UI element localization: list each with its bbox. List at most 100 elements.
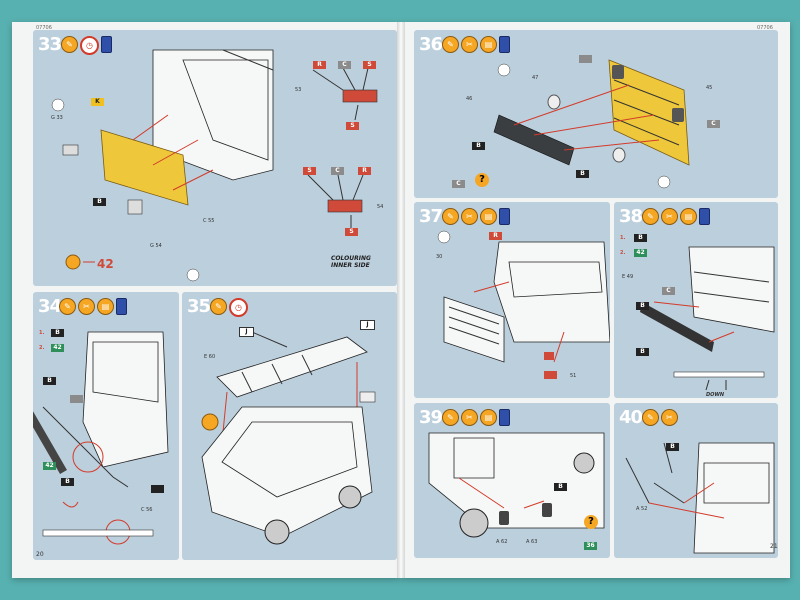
knife-icon: ✂ [661, 409, 678, 426]
label-b: B [634, 234, 647, 242]
label-c: C [662, 287, 675, 295]
label-r2: R [358, 167, 371, 175]
step-37-icons: ✎ ✂ ▤ [442, 208, 510, 225]
label-green: 42 [43, 462, 56, 470]
step-40-icons: ✎ ✂ [642, 409, 678, 426]
e-number: 49 [626, 274, 634, 280]
step-35-panel: 35 ✎ ◷ J J E 60 [182, 292, 397, 560]
label-c1: C [338, 61, 351, 69]
label-b1: B [51, 329, 64, 337]
file-icon: ▤ [480, 409, 497, 426]
step-33-drawing [51, 49, 378, 282]
step-38-icons: ✎ ✂ ▤ [642, 208, 710, 225]
a-number: 52 [641, 506, 648, 512]
next-step-ref: 42 [97, 257, 114, 271]
part-c54: 54 [377, 204, 384, 210]
e-letter: E [204, 354, 208, 360]
label-green: 42 [634, 249, 647, 257]
label-b3: B [61, 478, 74, 486]
down-note: DOWN [706, 392, 725, 398]
glue-icon: ✎ [642, 208, 659, 225]
step-38-panel: 38 ✎ ✂ ▤ 1. B 2. 42 E 49 C B B DOWN [614, 202, 778, 398]
right-corner-code: 07706 [757, 25, 773, 31]
c-number: 56 [146, 507, 153, 513]
step-number: 35 [187, 296, 211, 317]
label-r1: R [313, 61, 326, 69]
knife-icon: ✂ [78, 298, 95, 315]
part-g47: 47 [532, 75, 539, 81]
paint-icon [499, 36, 510, 53]
step-40-drawing [625, 442, 775, 554]
step-37-panel: 37 ✎ ✂ ▤ 30 R 51 [414, 202, 610, 398]
step-39-panel: 39 ✎ ✂ ▤ B A 62 A 63 ? 36 [414, 403, 610, 558]
glue-icon: ✎ [442, 208, 459, 225]
step-39-icons: ✎ ✂ ▤ [442, 409, 510, 426]
label-c2: C [707, 120, 720, 128]
paint-icon [101, 36, 112, 53]
label-b: B [666, 443, 679, 451]
right-page-number: 21 [770, 543, 778, 550]
g2-number: 54 [155, 243, 162, 249]
label-r: R [489, 232, 502, 240]
glue-icon: ✎ [442, 36, 459, 53]
part-a63: A 63 [526, 539, 537, 545]
label-b2: B [576, 170, 589, 178]
seq-1: 1. [620, 235, 626, 241]
step-number: 33 [38, 34, 62, 55]
a-number: 62 [501, 539, 508, 545]
label-b2: B [636, 302, 649, 310]
label-j2: J [360, 320, 375, 330]
label-b2: B [43, 377, 56, 385]
knife-icon: ✂ [461, 208, 478, 225]
g-number: 33 [56, 115, 63, 121]
step-number: 36 [419, 34, 443, 55]
part-g33: G 33 [51, 115, 63, 121]
part-c53: 53 [295, 87, 302, 93]
file-icon: ▤ [680, 208, 697, 225]
file-icon: ▤ [97, 298, 114, 315]
g-letter: G [51, 115, 55, 121]
seq-2: 2. [620, 250, 626, 256]
question-icon: ? [584, 515, 598, 529]
step-34-drawing [33, 331, 169, 545]
part-c55: C 55 [203, 218, 214, 224]
file-icon: ▤ [480, 36, 497, 53]
e-letter: E [622, 274, 626, 280]
file-icon: ▤ [480, 208, 497, 225]
colouring-note: COLOURING INNER SIDE [331, 255, 371, 269]
question-icon: ? [475, 173, 489, 187]
step-38-drawing [640, 246, 775, 391]
step-number: 37 [419, 206, 443, 227]
step-33-panel: 33 ✎ ◷ K G 33 B C 55 G 54 R C S S 53 S C… [33, 30, 397, 286]
step-34-panel: 34 ✎ ✂ ▤ 1. B 2. 42 B 42 B C 56 [33, 292, 179, 560]
step-number: 38 [619, 206, 643, 227]
glue-icon: ✎ [442, 409, 459, 426]
paint-icon [499, 409, 510, 426]
label-k: K [91, 98, 104, 106]
seq-2: 2. [39, 345, 45, 351]
label-c-grey [70, 395, 83, 403]
part-a52: A 52 [636, 506, 647, 512]
c-number: 55 [208, 218, 215, 224]
step-37-drawing [437, 230, 610, 363]
label-c2: C [331, 167, 344, 175]
label-d [544, 371, 557, 379]
step-34-icons: ✎ ✂ ▤ [59, 298, 127, 315]
label-b: B [93, 198, 106, 206]
a2-number: 63 [531, 539, 538, 545]
part-30: 30 [436, 254, 443, 260]
paint-icon [699, 208, 710, 225]
part-e49: E 49 [622, 274, 633, 280]
c-letter: C [203, 218, 207, 224]
part-a62: A 62 [496, 539, 507, 545]
glue-icon: ✎ [59, 298, 76, 315]
a-letter: A [496, 539, 500, 545]
part-c56: C 56 [141, 507, 152, 513]
glue-icon: ✎ [61, 36, 78, 53]
seq-1: 1. [39, 330, 45, 336]
step-40-panel: 40 ✎ ✂ B A 52 [614, 403, 778, 558]
e-number: 60 [208, 354, 216, 360]
label-s2: S [346, 122, 359, 130]
part-g54: G 54 [150, 243, 162, 249]
knife-icon: ✂ [661, 208, 678, 225]
